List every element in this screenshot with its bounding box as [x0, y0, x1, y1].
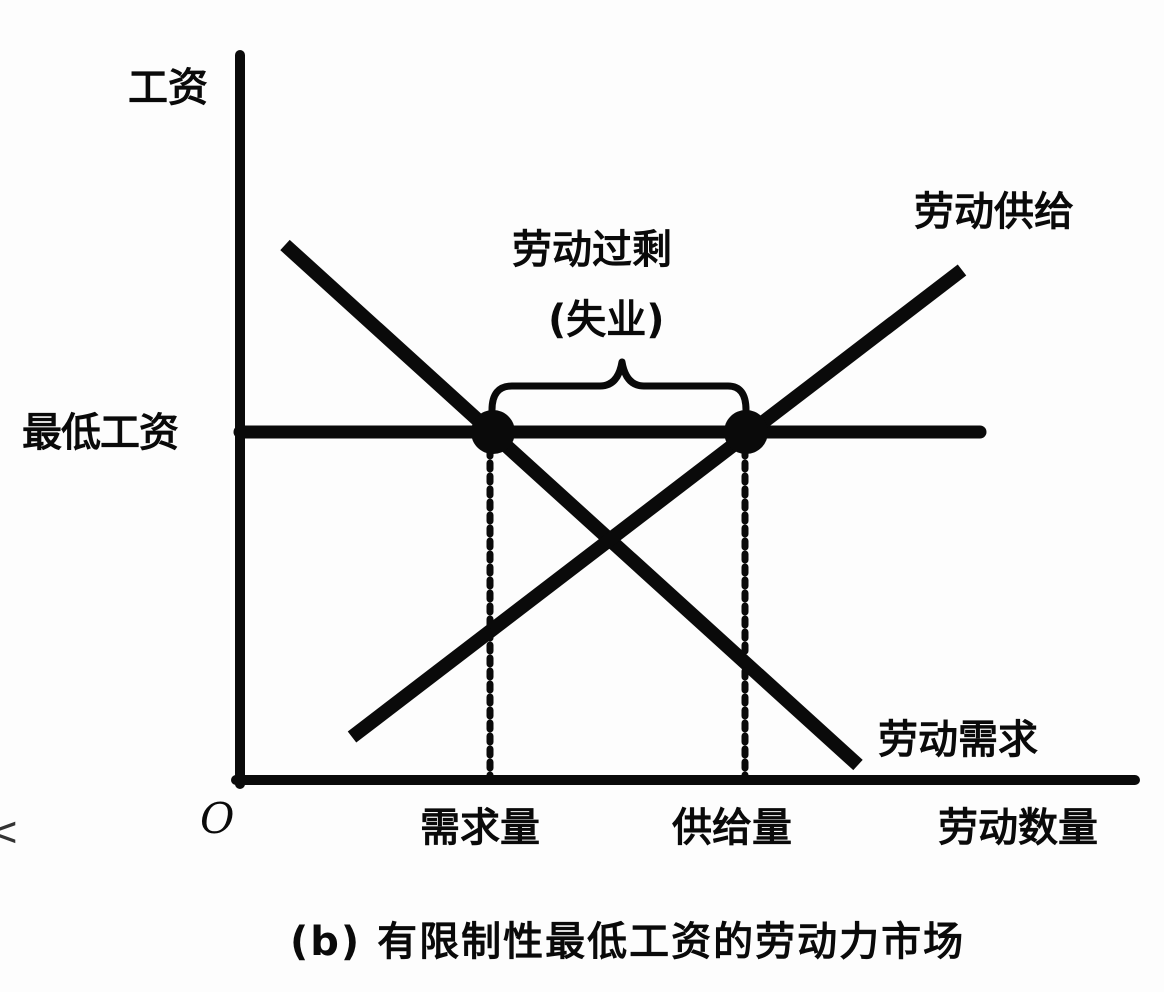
unemployment-label: (失业): [548, 297, 665, 343]
supply-curve-label: 劳动供给: [914, 189, 1074, 235]
edge-mark: <: [0, 809, 20, 855]
demand-curve-label: 劳动需求: [878, 717, 1038, 763]
supply-curve: [347, 264, 967, 743]
labor-surplus-label: 劳动过剩: [512, 227, 672, 273]
x-axis-label: 劳动数量: [938, 805, 1098, 851]
minimum-wage-label: 最低工资: [22, 410, 179, 456]
quantity-supplied-label: 供给量: [672, 805, 792, 851]
supply-intersection-point: [724, 410, 768, 454]
surplus-brace: [488, 358, 750, 414]
quantity-demanded-label: 需求量: [420, 805, 540, 851]
figure-caption: (b) 有限制性最低工资的劳动力市场: [290, 919, 966, 965]
origin-label: O: [200, 794, 235, 843]
demand-curve: [280, 239, 863, 771]
demand-intersection-point: [471, 410, 515, 454]
y-axis-label: 工资: [128, 65, 208, 111]
